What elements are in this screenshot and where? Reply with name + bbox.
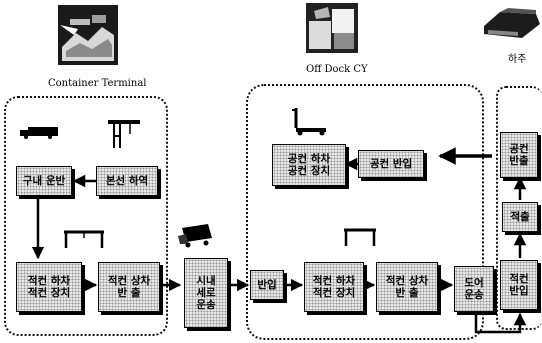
stuffing-box: 적출 [502,202,538,232]
yard-transport-box: 구내 운반 [16,166,72,196]
empty-unload-stack-box: 공컨 하차 공컨 장치 [272,144,346,186]
truck-icon [20,127,58,139]
ship-unloading-box: 본선 하역 [96,166,158,196]
container-terminal-photo-icon [58,5,118,65]
forklift-icon [292,108,326,136]
full-load-out-box: 적컨 상차 반 출 [98,262,160,312]
transfer-crane-icon [64,230,104,248]
cy-full-unload-stack-box: 적컨 하차 적컨 장치 [304,262,364,312]
city-road-transport-box: 시내 세로 운송 [184,258,228,328]
door-transport-box: 도어 운송 [454,266,494,312]
shipper-warehouse-icon [484,8,540,38]
cy-transfer-crane-icon [344,228,376,246]
empty-carry-in-box: 공컨 반입 [358,150,424,178]
shipper-heading: 하주 [508,54,527,65]
container-terminal-region [4,96,168,336]
cy-full-load-out-box: 적컨 상차 반 출 [376,262,438,312]
empty-out-box: 공컨 반출 [500,132,538,178]
container-truck-icon [178,224,212,248]
full-in-box: 적컨 반입 [500,260,538,310]
off-dock-cy-region [246,84,484,340]
carry-in-box: 반입 [250,270,284,300]
off-dock-cy-heading: Off Dock CY [306,64,368,75]
off-dock-cy-photo-icon [306,3,358,53]
container-terminal-heading: Container Terminal [48,78,147,89]
gantry-crane-icon [108,120,140,148]
full-unload-stack-box: 적컨 하차 적컨 장치 [16,262,82,312]
